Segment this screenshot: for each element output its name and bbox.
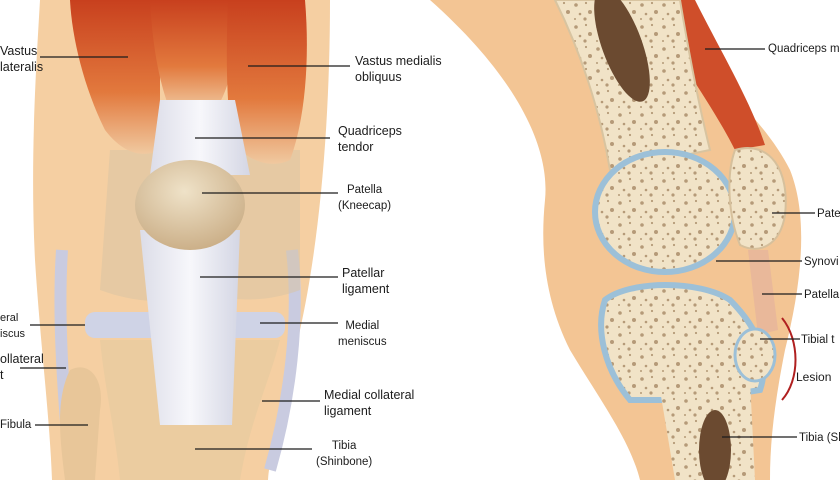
front-vastus-medialis-shape [226, 0, 307, 164]
label-lateral-meniscus-line1: eral [0, 312, 19, 324]
label-vastus-medialis-obliquus: Vastus medialis obliquus [355, 53, 442, 85]
label-medial-collateral-ligament: Medial collateral ligament [324, 387, 414, 419]
label-patella-line1: Patella [346, 184, 383, 196]
label-patellar-ligament: Patellar ligament [342, 265, 389, 297]
label-medial-collateral-line2: ligament [324, 404, 372, 418]
front-rectus-femoris-shape [150, 0, 240, 110]
side-patella-shape [728, 147, 787, 250]
label-vastus-lateralis-line1: Vastus [0, 44, 38, 58]
label-quadriceps-tendon-line2: tendor [338, 140, 374, 154]
side-patellar-tendon-shape [748, 250, 778, 335]
label-side-tibial-tuberosity: Tibial t [801, 334, 835, 346]
label-lateral-collateral-line2: t [0, 368, 4, 382]
label-medial-collateral-line1: Medial collateral [324, 388, 415, 402]
label-side-quadriceps-muscle: Quadriceps m [768, 43, 840, 55]
label-lateral-collateral-line1: ollateral [0, 352, 44, 366]
label-patellar-ligament-line1: Patellar [342, 266, 385, 280]
front-vastus-lateralis-shape [70, 0, 160, 154]
label-side-synovial: Synovi [804, 256, 839, 268]
label-patellar-ligament-line2: ligament [342, 282, 390, 296]
front-fibula-shape [60, 367, 101, 480]
front-knee-illustration [33, 0, 330, 480]
label-vastus-lateralis-line2: lateralis [0, 60, 44, 74]
label-patella-line2: (Kneecap) [338, 200, 392, 212]
label-tibia-line1: Tibia [331, 440, 357, 452]
side-leader-lines [705, 48, 815, 438]
label-patella: Patella (Kneecap) [338, 182, 391, 214]
label-medial-meniscus: Medial meniscus [338, 318, 387, 350]
front-patella-shape [135, 160, 245, 250]
label-side-patellar: Patella [804, 289, 840, 301]
side-femur-marrow-shape [594, 0, 650, 102]
label-side-lesion: Lesion [796, 370, 832, 384]
front-leader-lines [20, 56, 350, 450]
label-tibia: Tibia (Shinbone) [316, 438, 372, 470]
side-tibial-tuberosity-shape [733, 327, 777, 383]
label-tibia-line2: (Shinbone) [316, 456, 373, 468]
label-side-tibia: Tibia (Sh [799, 432, 840, 444]
front-patellar-ligament-shape [140, 230, 240, 425]
side-tibia-marrow-shape [699, 410, 731, 485]
label-vastus-medialis-line2: obliquus [355, 70, 402, 84]
label-vastus-medialis-line1: Vastus medialis [355, 54, 442, 68]
label-vastus-lateralis: Vastus lateralis [0, 43, 43, 75]
label-lateral-meniscus: eral iscus [0, 310, 25, 342]
label-fibula: Fibula [0, 419, 32, 431]
label-medial-meniscus-line2: meniscus [338, 336, 387, 348]
side-femur-condyle-shape [592, 149, 738, 275]
label-medial-meniscus-line1: Medial [345, 320, 380, 332]
side-knee-illustration [430, 0, 802, 485]
label-quadriceps-tendon-line1: Quadriceps [338, 124, 402, 138]
side-lesion-arc [781, 317, 797, 401]
label-side-patella: Pate [817, 208, 840, 220]
label-quadriceps-tendon: Quadriceps tendor [338, 123, 402, 155]
label-lateral-meniscus-line2: iscus [0, 328, 26, 340]
label-lateral-collateral-ligament: ollateral t [0, 351, 44, 383]
